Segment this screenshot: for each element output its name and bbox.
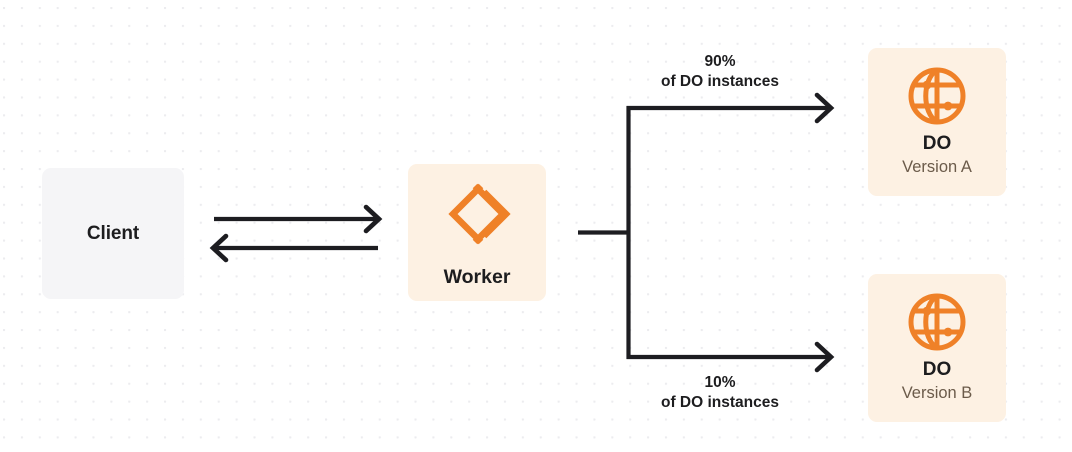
node-do-a-label: DO [922, 133, 952, 155]
node-do-version-b[interactable]: DO Version B [868, 274, 1006, 422]
edge-label-90-percent: 90% of DO instances [620, 52, 820, 93]
edge-label-caption: of DO instances [661, 394, 779, 412]
node-worker[interactable]: Worker [408, 164, 546, 301]
edge-label-percent: 90% [704, 53, 736, 70]
node-do-b-sublabel: Version B [901, 384, 973, 403]
globe-icon [906, 65, 968, 127]
node-do-b-label: DO [922, 359, 952, 381]
edge-client-to-worker [214, 204, 383, 234]
node-do-a-sublabel: Version A [902, 158, 972, 177]
globe-icon [906, 291, 968, 353]
edge-label-percent: 10% [704, 374, 736, 391]
edge-label-10-percent: 10% of DO instances [620, 373, 820, 414]
edge-worker-to-do-a [626, 92, 835, 124]
edge-worker-to-do-b [626, 341, 835, 373]
edge-worker-to-client [209, 233, 378, 263]
node-worker-label: Worker [443, 266, 511, 288]
worker-chevron-icon [441, 178, 513, 250]
node-client-label: Client [86, 222, 140, 244]
edge-label-caption: of DO instances [661, 73, 779, 91]
node-do-version-a[interactable]: DO Version A [868, 48, 1006, 196]
node-client[interactable]: Client [42, 168, 184, 299]
